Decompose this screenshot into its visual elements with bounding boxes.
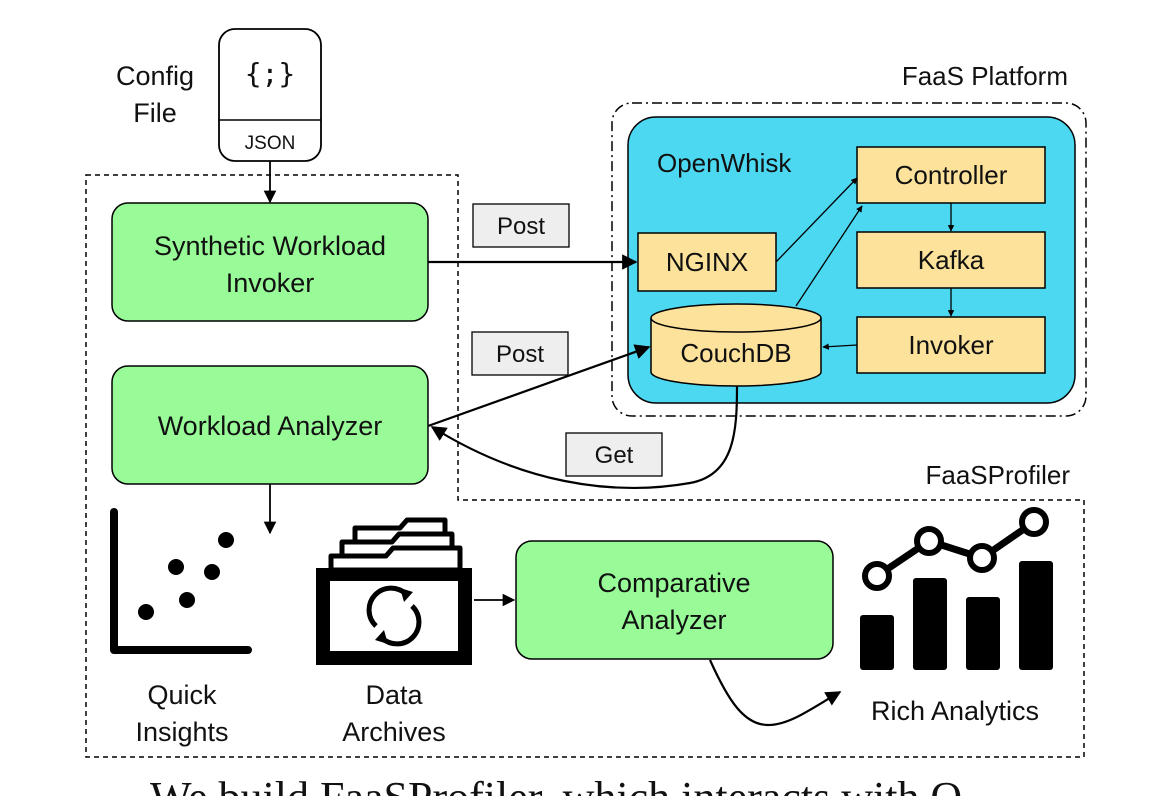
couchdb-label: CouchDB <box>680 338 791 368</box>
post-label-1: Post <box>472 203 570 248</box>
synthetic-invoker-line1: Synthetic Workload <box>154 231 386 261</box>
workload-analyzer-label: Workload Analyzer <box>158 411 383 441</box>
config-format-label: JSON <box>245 133 296 154</box>
nginx-label: NGINX <box>666 247 748 277</box>
data-archives-line1: Data <box>365 680 423 710</box>
get-label: Get <box>565 432 663 477</box>
arrow-couchdb-controller <box>795 205 863 307</box>
arrow-analyzer-couchdb <box>427 344 651 428</box>
config-file-label-line1: Config <box>116 61 194 91</box>
scatter-plot-icon <box>110 508 252 654</box>
couchdb-cylinder: CouchDB <box>650 303 822 387</box>
arrow-couchdb-analyzer <box>430 385 739 490</box>
rich-analytics-icon <box>860 507 1053 670</box>
comparative-analyzer-box: Comparative Analyzer <box>515 540 834 660</box>
post-label-2-text: Post <box>496 341 544 368</box>
arrow-nginx-controller <box>775 177 858 263</box>
comparative-analyzer-line2: Analyzer <box>621 605 726 635</box>
config-file-label-line2: File <box>133 98 177 128</box>
kafka-box: Kafka <box>856 231 1046 289</box>
openwhisk-label: OpenWhisk <box>657 148 792 178</box>
controller-label: Controller <box>895 160 1008 190</box>
faas-platform-boundary <box>611 102 1087 417</box>
faasprofiler-boundary <box>85 174 1085 758</box>
config-braces-text: {;} <box>245 57 296 90</box>
config-file-icon: {;} JSON <box>218 28 322 162</box>
synthetic-invoker-line2: Invoker <box>226 268 315 298</box>
invoker-label: Invoker <box>908 330 994 360</box>
synthetic-workload-invoker-box: Synthetic Workload Invoker <box>111 202 429 322</box>
invoker-box: Invoker <box>856 316 1046 374</box>
caption-fragment: We build FaaSProfiler, which interacts w… <box>150 773 962 796</box>
workload-analyzer-box: Workload Analyzer <box>111 365 429 485</box>
faas-platform-label: FaaS Platform <box>902 61 1068 91</box>
quick-insights-line1: Quick <box>147 680 217 710</box>
rich-analytics-label: Rich Analytics <box>871 696 1039 726</box>
data-archive-icon <box>316 517 472 665</box>
arrow-comparative-analytics <box>708 659 842 727</box>
arrow-invoker-couchdb <box>822 343 858 350</box>
get-label-text: Get <box>595 442 634 469</box>
faasprofiler-label: FaaSProfiler <box>926 460 1071 490</box>
post-label-1-text: Post <box>497 213 545 240</box>
controller-box: Controller <box>856 146 1046 204</box>
post-label-2: Post <box>471 331 569 376</box>
kafka-label: Kafka <box>918 245 985 275</box>
comparative-analyzer-line1: Comparative <box>597 568 750 598</box>
data-archives-line2: Archives <box>342 717 446 747</box>
nginx-box: NGINX <box>637 232 777 292</box>
quick-insights-line2: Insights <box>135 717 228 747</box>
